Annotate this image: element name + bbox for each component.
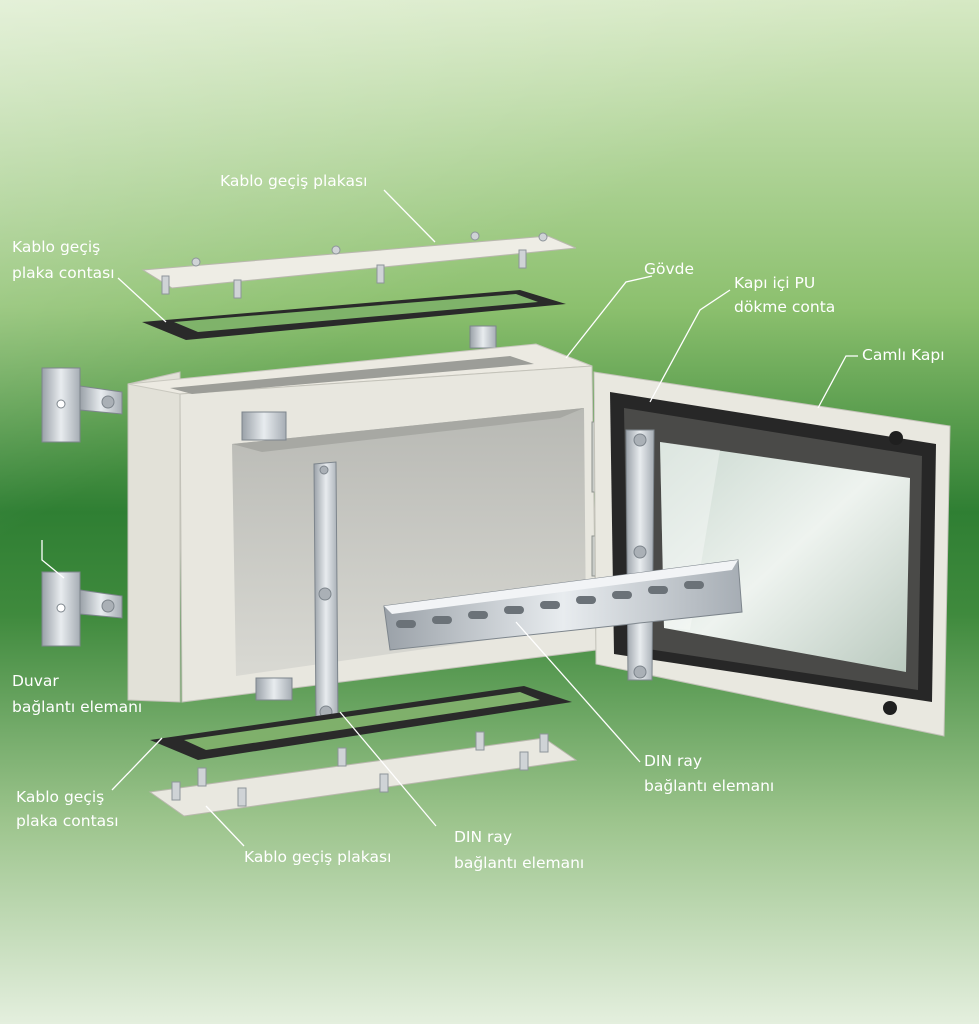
top-plate-stud xyxy=(538,232,548,242)
leader-din-bottom xyxy=(339,711,437,827)
din-slot xyxy=(612,591,632,599)
label-din-right-line2: bağlantı elemanı xyxy=(644,777,775,795)
body-bottom-bracket xyxy=(255,677,293,701)
label-pu-gasket-line1: Kapı içi PU xyxy=(734,274,816,292)
top-plate-stud xyxy=(233,279,242,299)
door-lock-top xyxy=(889,431,903,445)
din-slot xyxy=(648,586,668,594)
leader-wall-mount xyxy=(41,540,65,579)
label-top-plate: Kablo geçiş plakası xyxy=(220,172,368,190)
din-slot xyxy=(684,581,704,589)
top-plate-stud xyxy=(331,245,341,255)
top-plate-stud xyxy=(161,275,170,295)
leader-pu-gasket xyxy=(649,289,731,403)
top-plate-stud xyxy=(191,257,201,267)
wall-mount-bracket-bottom xyxy=(41,571,123,647)
glass-door xyxy=(593,371,951,737)
bottom-plate-stud xyxy=(539,733,549,753)
bottom-cable-plate xyxy=(148,731,578,817)
label-body: Gövde xyxy=(644,260,695,278)
bottom-plate-stud xyxy=(379,773,389,793)
din-slot xyxy=(540,601,560,609)
leader-lines xyxy=(41,189,858,847)
din-slot xyxy=(576,596,596,604)
label-wall-mount-line2: bağlantı elemanı xyxy=(12,698,143,716)
label-bottom-plate: Kablo geçiş plakası xyxy=(244,848,392,866)
label-wall-mount-line1: Duvar xyxy=(12,672,59,690)
top-plate-stud xyxy=(376,264,385,284)
leader-body xyxy=(565,275,653,359)
bottom-plate-stud xyxy=(475,731,485,751)
label-top-gasket-line2: plaka contası xyxy=(12,264,115,282)
label-top-gasket-line1: Kablo geçiş xyxy=(12,238,101,256)
leader-din-right xyxy=(515,621,641,763)
bottom-plate-stud xyxy=(171,781,181,801)
label-din-bottom-line1: DIN ray xyxy=(454,828,513,846)
wall-mount-bracket-top xyxy=(41,367,123,443)
din-slot xyxy=(396,620,416,628)
din-rail-bracket-right xyxy=(625,429,655,681)
label-bottom-gasket-line1: Kablo geçiş xyxy=(16,788,105,806)
top-cable-plate xyxy=(141,231,577,299)
top-plate-stud xyxy=(518,249,527,269)
din-slot xyxy=(432,616,452,624)
top-gasket xyxy=(142,290,566,340)
label-pu-gasket-line2: dökme conta xyxy=(734,298,836,316)
leader-glass-door xyxy=(817,355,858,409)
din-slot xyxy=(504,606,524,614)
din-rail-bracket-left xyxy=(313,461,339,723)
top-plate-stud xyxy=(470,231,480,241)
leader-top-gasket xyxy=(117,277,167,323)
label-glass-door: Camlı Kapı xyxy=(862,346,945,364)
leader-bottom-gasket xyxy=(111,737,163,791)
leader-bottom-plate xyxy=(205,805,245,847)
bottom-plate-stud xyxy=(237,787,247,807)
bottom-plate-stud xyxy=(197,767,207,787)
bottom-plate-stud xyxy=(337,747,347,767)
leader-top-plate xyxy=(383,189,436,243)
din-rail xyxy=(383,559,743,651)
body-wall-bracket xyxy=(241,411,287,441)
din-slot xyxy=(468,611,488,619)
label-din-right-line1: DIN ray xyxy=(644,752,703,770)
label-din-bottom-line2: bağlantı elemanı xyxy=(454,854,585,872)
door-lock-bottom xyxy=(883,701,897,715)
label-bottom-gasket-line2: plaka contası xyxy=(16,812,119,830)
top-bracket xyxy=(469,325,497,349)
enclosure-body xyxy=(127,343,607,703)
bottom-plate-stud xyxy=(519,751,529,771)
bottom-gasket xyxy=(150,686,572,760)
